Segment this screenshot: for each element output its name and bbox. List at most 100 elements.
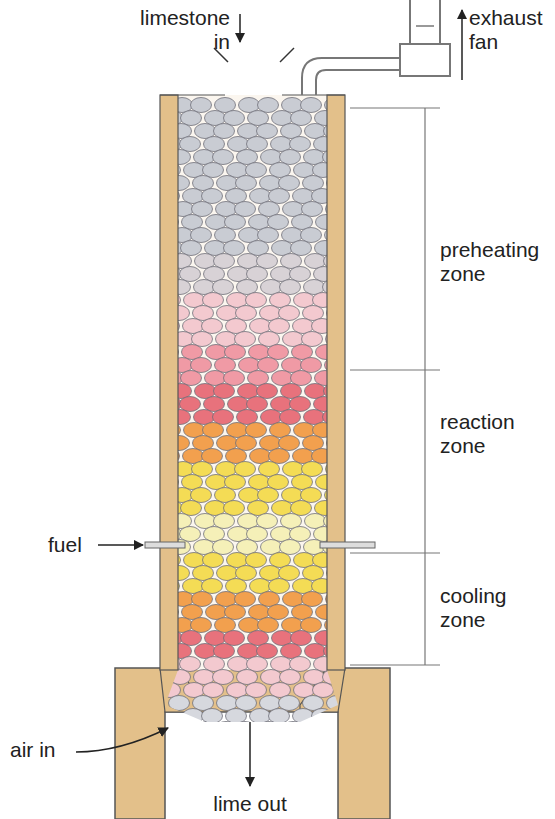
pellet	[269, 709, 290, 724]
kiln-wall	[160, 95, 178, 670]
pellet	[246, 163, 267, 178]
pellet	[202, 449, 223, 464]
pellet	[246, 423, 267, 438]
pellet	[290, 137, 311, 152]
exhaust-pipe	[302, 58, 400, 95]
pellet	[202, 579, 223, 594]
pellet	[290, 657, 311, 672]
pellet	[247, 137, 268, 152]
pellet	[214, 384, 235, 399]
pellet	[302, 722, 323, 737]
pellet	[258, 228, 279, 243]
pellet	[268, 605, 289, 620]
pellet	[290, 267, 311, 282]
fuel-pipe	[320, 542, 375, 548]
pellet	[191, 98, 212, 113]
pellet	[257, 384, 278, 399]
hopper	[280, 48, 294, 62]
pellet	[280, 150, 301, 165]
pellet	[183, 709, 204, 724]
pellet	[214, 644, 235, 659]
pellet	[225, 475, 246, 490]
pellet	[247, 527, 268, 542]
pellet	[213, 280, 234, 295]
pellet	[279, 176, 300, 191]
pellet	[159, 709, 180, 724]
pellet	[203, 163, 224, 178]
pellet	[173, 722, 194, 737]
pellet	[246, 553, 267, 568]
zone-tick	[350, 664, 440, 665]
pellet	[202, 189, 223, 204]
pellet	[293, 709, 314, 724]
pellet	[257, 644, 278, 659]
kiln-top	[160, 94, 225, 95]
pellet	[257, 514, 278, 529]
shaft-interior	[178, 95, 327, 670]
zone-tick	[350, 552, 440, 553]
pellet	[290, 527, 311, 542]
pellet	[180, 267, 201, 282]
pellet	[301, 618, 322, 633]
pellet	[313, 683, 334, 698]
pellet	[181, 631, 202, 646]
pellet	[236, 176, 257, 191]
zone-tick	[350, 107, 440, 108]
pellet	[235, 332, 256, 347]
exhaust-stack	[439, 0, 441, 44]
pellet	[180, 527, 201, 542]
pellet	[202, 319, 223, 334]
pellet	[192, 722, 213, 737]
pellet	[257, 254, 278, 269]
pellet	[203, 683, 224, 698]
pellet	[202, 709, 223, 724]
pellet	[236, 306, 257, 321]
pellet	[180, 137, 201, 152]
pellet	[323, 670, 344, 685]
pellet	[236, 696, 257, 711]
pellet	[224, 371, 245, 386]
pellet	[224, 241, 245, 256]
pellet	[203, 553, 224, 568]
pellet	[269, 319, 290, 334]
pellet	[268, 475, 289, 490]
pellet	[280, 670, 301, 685]
pellet	[268, 345, 289, 360]
zone-bracket	[424, 108, 425, 665]
base-housing	[115, 668, 390, 819]
pellet	[258, 98, 279, 113]
flow-arrow	[76, 728, 168, 752]
pellet	[247, 267, 268, 282]
pellet	[291, 241, 312, 256]
zone-tick	[350, 369, 440, 370]
flow-arrow	[249, 722, 251, 786]
pellet	[213, 540, 234, 555]
limestone-pellets	[158, 98, 348, 737]
product-label: lime out	[200, 792, 300, 816]
pellet	[258, 488, 279, 503]
pellet	[192, 462, 213, 477]
pellet	[181, 111, 202, 126]
pellet	[291, 371, 312, 386]
pellet	[290, 397, 311, 412]
pellet	[257, 124, 278, 139]
pellet	[225, 215, 246, 230]
pellet	[302, 202, 323, 217]
pellet	[214, 514, 235, 529]
pellet	[280, 540, 301, 555]
pellet	[192, 202, 213, 217]
pellet	[191, 488, 212, 503]
pellet	[236, 566, 257, 581]
pellet	[326, 722, 347, 737]
pellet	[291, 631, 312, 646]
pellet	[181, 371, 202, 386]
pellet	[301, 98, 322, 113]
pellet	[203, 293, 224, 308]
pellet	[214, 254, 235, 269]
pellet	[235, 202, 256, 217]
pellet	[192, 332, 213, 347]
zone-label: reaction zone	[440, 410, 552, 457]
pellet	[191, 618, 212, 633]
pellet	[224, 631, 245, 646]
pellet	[301, 488, 322, 503]
